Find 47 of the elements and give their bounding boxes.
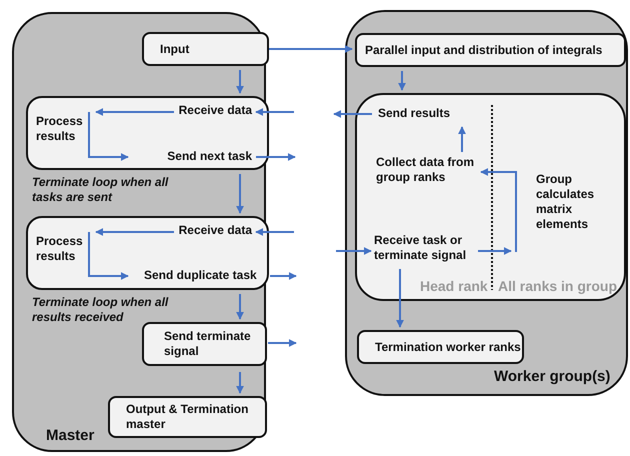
arrow bbox=[95, 108, 174, 116]
step-label: Collect data from group ranks bbox=[376, 155, 478, 187]
step-label: Process results bbox=[36, 234, 86, 266]
arrow bbox=[458, 126, 466, 152]
master-panel bbox=[12, 12, 266, 452]
arrow bbox=[256, 153, 296, 161]
process-box: Output & Termination master bbox=[108, 396, 267, 438]
process-box: Parallel input and distribution of integrals bbox=[355, 33, 626, 67]
arrow bbox=[270, 272, 297, 280]
arrow bbox=[336, 247, 372, 255]
step-label: Send results bbox=[378, 106, 468, 123]
arrow bbox=[236, 174, 244, 214]
arrow bbox=[236, 70, 244, 94]
arrow bbox=[478, 247, 512, 255]
process-box: Input bbox=[142, 32, 269, 66]
arrow bbox=[88, 232, 129, 280]
group-title: Master bbox=[46, 428, 96, 443]
arrow bbox=[255, 108, 294, 116]
group-title: Worker group(s) bbox=[494, 369, 612, 384]
rank-label: All ranks in group bbox=[498, 279, 618, 294]
step-label: Send duplicate task bbox=[144, 268, 268, 285]
step-label: Receive data bbox=[138, 223, 252, 240]
step-label: Process results bbox=[36, 114, 86, 146]
process-box: Send terminate signal bbox=[142, 322, 267, 366]
arrow bbox=[269, 45, 353, 53]
step-label: Send next task bbox=[140, 149, 252, 166]
note-text: Terminate loop when all tasks are sent bbox=[32, 175, 170, 205]
note-text: Terminate loop when all results received bbox=[32, 295, 170, 325]
arrow bbox=[480, 168, 517, 252]
worker-panel bbox=[345, 10, 628, 396]
arrow bbox=[333, 110, 372, 118]
arrow bbox=[88, 112, 129, 161]
step-label: Group calculates matrix elements bbox=[536, 172, 616, 236]
arrow bbox=[268, 339, 297, 347]
arrow bbox=[236, 372, 244, 394]
process-box: Termination worker ranks bbox=[357, 330, 524, 364]
loop-box bbox=[26, 96, 269, 170]
rank-panel bbox=[355, 93, 626, 301]
arrow bbox=[255, 228, 294, 236]
arrow bbox=[236, 294, 244, 320]
arrow bbox=[398, 71, 406, 91]
arrow bbox=[396, 269, 404, 328]
arrow bbox=[95, 228, 174, 236]
loop-box bbox=[26, 216, 269, 290]
step-label: Receive data bbox=[140, 103, 252, 120]
step-label: Receive task or terminate signal bbox=[374, 233, 478, 265]
rank-label: Head rank bbox=[420, 279, 489, 294]
